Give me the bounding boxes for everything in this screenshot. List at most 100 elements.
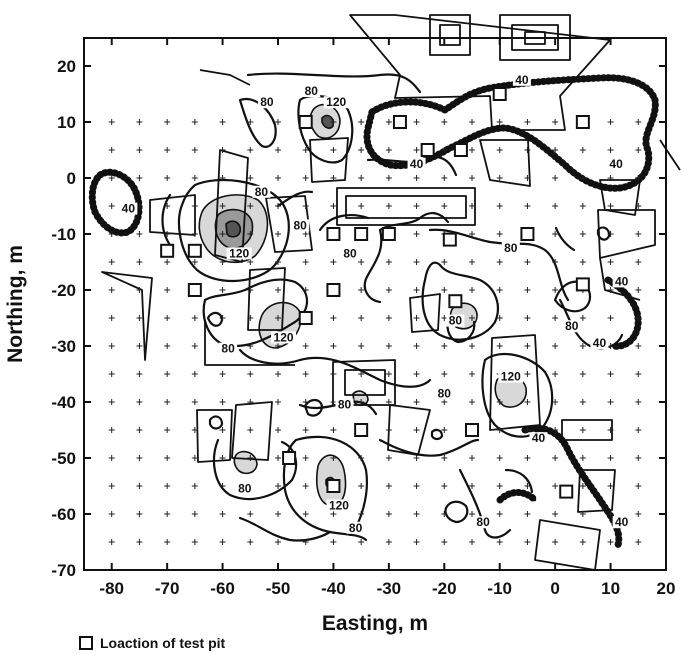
survey-grid-point [275,455,281,461]
survey-grid-point [385,203,392,209]
survey-grid-point [579,539,586,545]
survey-grid-point [385,147,392,153]
contour-label: 80 [438,386,452,400]
survey-grid-point [136,231,143,237]
contour-label: 120 [274,330,294,344]
survey-grid-point [441,203,448,209]
survey-grid-point [385,539,392,545]
contour-label: 40 [615,515,629,529]
survey-grid-point [330,315,337,321]
test-pit [187,283,202,297]
survey-grid-point [552,511,559,517]
contour-label: 80 [255,185,269,199]
survey-grid-point [136,315,143,321]
contour-label: 80 [343,246,357,260]
survey-grid-point [302,511,309,517]
survey-grid-point [413,287,420,293]
survey-grid-point [441,343,448,349]
contour-label: 80 [449,314,463,328]
survey-grid-point [496,315,503,321]
survey-grid-point [108,371,115,377]
survey-grid-point [413,427,420,433]
y-tick-label: -10 [51,225,76,244]
contour-label: 80 [305,84,319,98]
survey-grid-point [413,343,420,349]
survey-grid-point [413,147,420,153]
survey-grid-point [191,399,198,405]
survey-grid-point [275,399,281,405]
survey-grid-point [524,427,531,433]
survey-grid-point [191,147,198,153]
survey-grid-point [635,427,642,433]
survey-grid-point [469,147,475,153]
survey-grid-point [302,539,309,545]
contour-label: 80 [238,482,252,496]
contour-label-bg [219,342,238,355]
survey-grid-point [524,399,531,405]
survey-grid-point [330,343,337,349]
survey-grid-point [413,119,420,125]
survey-grid-point [247,119,254,125]
survey-grid-point [108,483,115,489]
y-tick-label: -50 [51,449,76,468]
survey-grid-point [385,175,392,181]
contour-label: 40 [410,157,424,171]
survey-grid-point [469,343,475,349]
contour-label-bg [119,202,138,215]
contour-label: 40 [609,157,623,171]
y-tick-label: 20 [57,57,76,76]
contour-label-bg [407,157,426,170]
survey-grid-point [579,427,586,433]
survey-grid-point [635,371,642,377]
test-pit [575,115,590,129]
survey-grid-point [275,511,281,517]
test-pit [326,227,341,241]
survey-grid-point [247,287,254,293]
survey-grid-point [164,539,171,545]
test-pit [465,423,479,437]
survey-grid-point [607,539,614,545]
survey-grid-point [164,483,171,489]
survey-grid-point [191,511,198,517]
x-tick-label: -50 [266,579,291,598]
survey-grid-point [136,175,143,181]
x-tick-label: -60 [210,579,235,598]
survey-grid-point [579,483,586,489]
survey-grid-point [330,539,337,545]
survey-grid-point [441,259,448,265]
survey-grid-point [247,511,254,517]
survey-grid-point [136,371,143,377]
survey-grid-point [275,427,281,433]
x-tick-label: -40 [321,579,346,598]
survey-grid-point [191,259,198,265]
survey-grid-point [136,483,143,489]
survey-grid-point [635,287,642,293]
survey-grid-point [191,371,198,377]
test-pit [442,232,457,247]
survey-grid-point [302,231,309,237]
survey-grid-point [219,287,226,293]
survey-grid-point [302,259,309,265]
survey-grid-point [552,175,559,181]
survey-grid-point [552,231,559,237]
contour-label: 80 [476,515,490,529]
survey-grid-point [219,119,226,125]
survey-grid-point [330,511,337,517]
contour-label: 80 [338,398,352,412]
contour-label-bg [252,185,271,198]
survey-grid-point [579,231,586,237]
contour-label: 120 [326,95,346,109]
survey-grid-point [275,231,281,237]
survey-grid-point [385,315,392,321]
survey-grid-point [191,231,198,237]
survey-grid-point [136,455,143,461]
survey-grid-point [385,427,392,433]
survey-grid-point [275,119,281,125]
survey-grid-point [413,371,420,377]
survey-grid-point [469,259,475,265]
survey-grid-point [635,259,642,265]
survey-grid-point [607,315,614,321]
survey-grid-point [136,147,143,153]
x-tick-label: -10 [487,579,512,598]
